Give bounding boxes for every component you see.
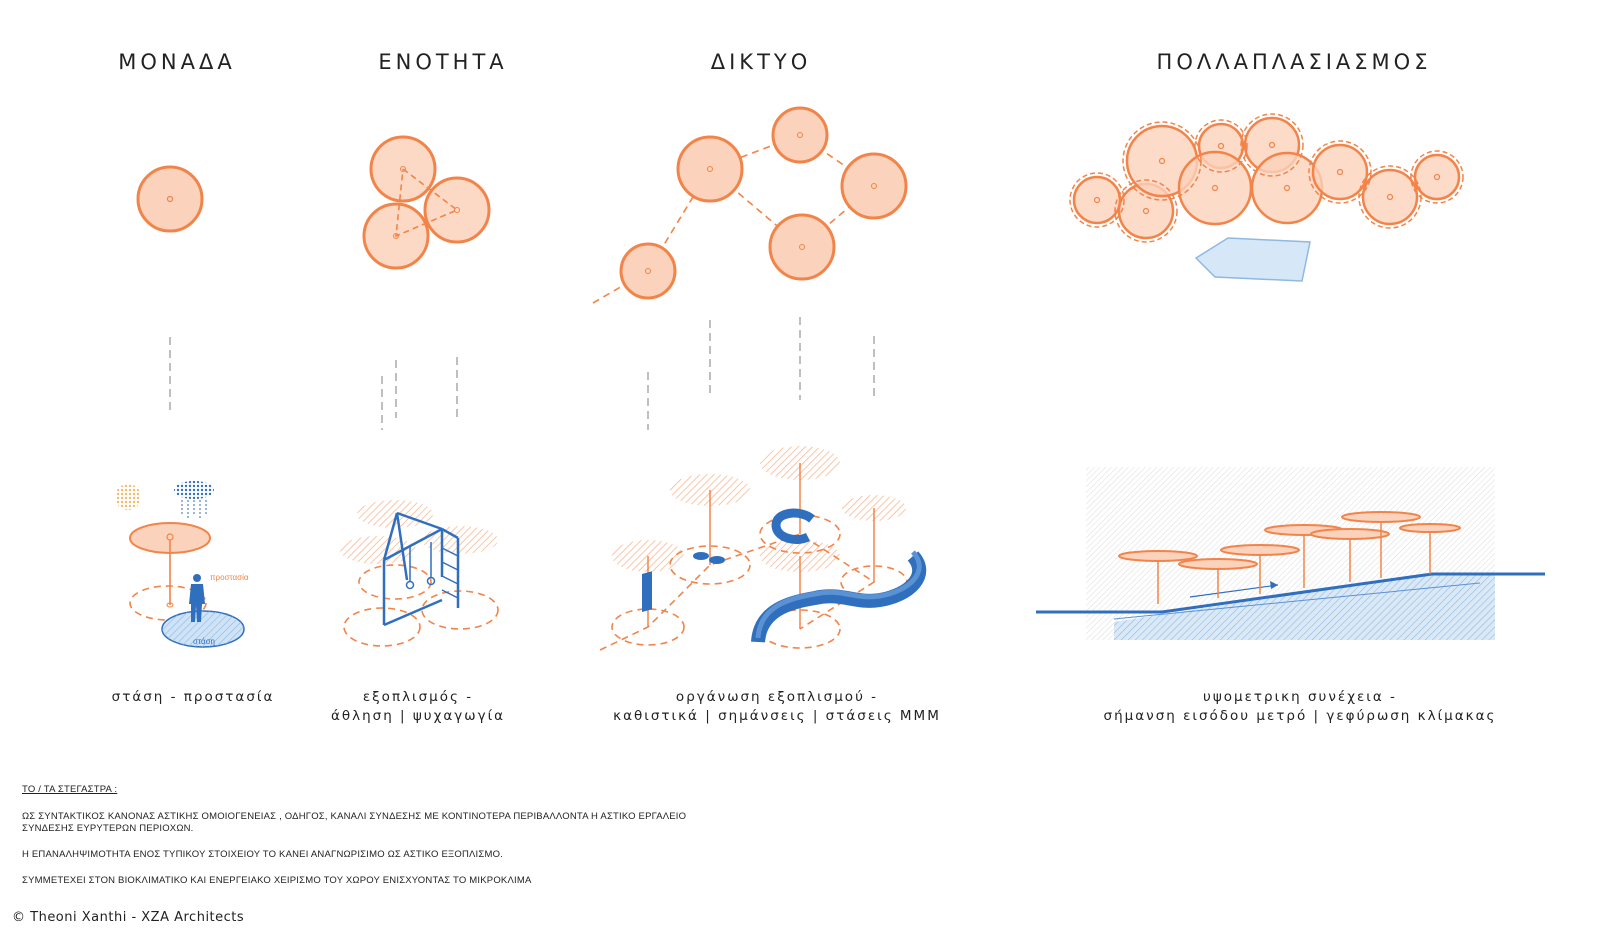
group-top-circles [362,135,491,270]
person-icon [189,574,205,622]
notes-paragraph-2: Η ΕΠΑΝΑΛΗΨΙΜΟΤΗΤΑ ΕΝΟΣ ΤΥΠΙΚΟΥ ΣΤΟΙΧΕΙΟΥ… [22,849,504,860]
c-shaped-bench [771,508,815,544]
multiplication-section [1036,467,1545,640]
stop-label: στάση [193,637,215,646]
caption-network-line-1: οργάνωση εξοπλισμού - [675,689,879,705]
caption-group-line-1: εξοπλισμός - [362,689,474,705]
network-axonometric [599,446,927,651]
unit-axonometric: προστασία στάση [115,481,249,648]
caption-multiplication: υψομετρικη συνέχεια - σήμανση εισόδου με… [1104,688,1497,726]
sun-icon [115,484,141,510]
signage-panel [642,571,652,612]
notes-block: ΤΟ / ΤΑ ΣΤΕΓΑΣΤΡΑ : ΩΣ ΣΥΝΤΑΚΤΙΚΟΣ ΚΑΝΟΝ… [22,784,722,901]
network-top-circles [592,106,908,304]
rain-cloud-icon [174,481,214,518]
caption-unit-line-1: στάση - προστασία [111,689,275,705]
notes-paragraph-3: ΣΥΜΜΕΤΕΧΕΙ ΣΤΟΝ ΒΙΟΚΛΙΜΑΤΙΚΟ ΚΑΙ ΕΝΕΡΓΕΙ… [22,875,532,886]
protection-label: προστασία [210,573,249,582]
group-axonometric [340,500,499,647]
title-network: ΔΙΚΤΥΟ [710,50,812,74]
notes-heading: ΤΟ / ΤΑ ΣΤΕΓΑΣΤΡΑ : [22,784,118,795]
gym-frame [382,511,460,627]
title-multiplication: ΠΟΛΛΑΠΛΑΣΙΑΣΜΟΣ [1156,50,1432,74]
caption-group-line-2: άθληση | ψυχαγωγία [330,708,506,724]
title-group: ΕΝΟΤΗΤΑ [378,50,508,74]
caption-multiplication-line-1: υψομετρικη συνέχεια - [1203,689,1397,705]
unit-top-circle [136,165,204,233]
gray-dashed-connectors [169,317,875,430]
title-unit: ΜΟΝΑΔΑ [118,50,236,74]
caption-network: οργάνωση εξοπλισμού - καθιστικά | σημάνσ… [613,688,941,726]
multiplication-cluster [1069,113,1464,282]
credit-line: © Theoni Xanthi - XZA Architects [12,910,245,925]
notes-paragraph-1: ΩΣ ΣΥΝΤΑΚΤΙΚΟΣ ΚΑΝΟΝΑΣ ΑΣΤΙΚΗΣ ΟΜΟΙΟΓΕΝΕ… [22,811,687,834]
caption-network-line-2: καθιστικά | σημάνσεις | στάσεις ΜΜΜ [613,708,941,724]
caption-unit: στάση - προστασία [112,688,275,707]
caption-group: εξοπλισμός - άθληση | ψυχαγωγία [331,688,505,726]
caption-multiplication-line-2: σήμανση εισόδου μετρό | γεφύρωση κλίμακα… [1103,708,1497,724]
